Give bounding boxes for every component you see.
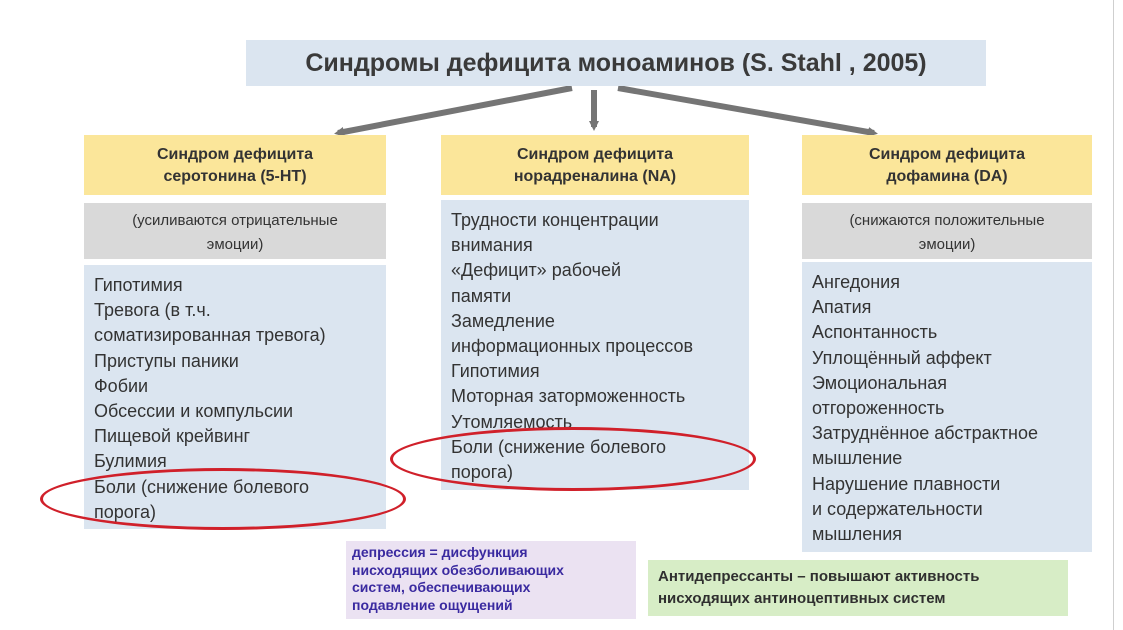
- list-item: Обсессии и компульсии: [94, 401, 294, 422]
- list-item: Нарушение плавности: [812, 473, 1001, 494]
- list-item: Уплощённый аффект: [812, 347, 992, 368]
- list-item: Затруднённое абстрактное: [812, 423, 1038, 444]
- header-noradrenaline: Синдром дефицита норадреналина (NA): [441, 135, 749, 195]
- header-dopamine: Синдром дефицита дофамина (DA): [802, 135, 1092, 195]
- list-item: Приступы паники: [94, 350, 239, 371]
- list-serotonin: Гипотимия Тревога (в т.ч. соматизированн…: [84, 265, 386, 529]
- list-item: внимания: [451, 235, 533, 256]
- list-item: информационных процессов: [451, 336, 694, 357]
- note-antidepressants: Антидепрессанты – повышают активность ни…: [648, 560, 1068, 616]
- list-item: Булимия: [94, 451, 167, 472]
- note-right-line: нисходящих антиноцептивных систем: [658, 590, 946, 607]
- header-noradrenaline-line-2: норадреналина (NA): [513, 168, 677, 185]
- list-item: мышления: [812, 524, 903, 545]
- subtitle-dopamine-line-2: эмоции): [918, 236, 976, 253]
- highlight-ellipse-serotonin-pain: [40, 468, 406, 530]
- list-item: Гипотимия: [94, 275, 183, 295]
- list-item: Ангедония: [812, 272, 900, 292]
- list-item: Апатия: [812, 297, 872, 318]
- arrow-to-dopamine: [617, 85, 878, 137]
- header-dopamine-line-1: Синдром дефицита: [868, 146, 1026, 163]
- note-left-line: систем, обеспечивающих: [352, 579, 531, 595]
- arrow-to-serotonin: [334, 85, 573, 137]
- list-item: и содержательности: [812, 498, 983, 519]
- note-left-line: депрессия = дисфункция: [352, 544, 528, 560]
- list-item: соматизированная тревога): [94, 325, 326, 346]
- header-noradrenaline-line-1: Синдром дефицита: [516, 146, 674, 163]
- list-item: Тревога (в т.ч.: [94, 300, 211, 321]
- note-right-line: Антидепрессанты – повышают активность: [658, 568, 980, 585]
- list-item: «Дефицит» рабочей: [451, 260, 622, 281]
- header-dopamine-line-2: дофамина (DA): [886, 168, 1008, 185]
- diagram-title: Синдромы дефицита моноаминов (S. Stahl ,…: [246, 40, 986, 86]
- list-item: Трудности концентрации: [451, 210, 659, 230]
- subtitle-serotonin-line-1: (усиливаются отрицательные: [132, 212, 338, 229]
- list-item: мышление: [812, 448, 903, 469]
- subtitle-dopamine: (снижаются положительные эмоции): [802, 203, 1092, 259]
- list-item: отгороженность: [812, 398, 945, 419]
- header-serotonin: Синдром дефицита серотонина (5-HT): [84, 135, 386, 195]
- list-dopamine: Ангедония Апатия Аспонтанность Уплощённы…: [802, 262, 1092, 552]
- list-item: Моторная заторможенность: [451, 386, 686, 407]
- list-item: Гипотимия: [451, 361, 540, 382]
- note-left-line: подавление ощущений: [352, 596, 513, 613]
- highlight-ellipse-noradrenaline-pain: [390, 427, 756, 491]
- list-item: Фобии: [94, 375, 149, 396]
- subtitle-serotonin: (усиливаются отрицательные эмоции): [84, 203, 386, 259]
- list-item: Аспонтанность: [812, 322, 938, 343]
- header-serotonin-line-1: Синдром дефицита: [156, 146, 314, 163]
- subtitle-dopamine-line-1: (снижаются положительные: [849, 212, 1045, 229]
- note-left-line: нисходящих обезболивающих: [352, 561, 564, 578]
- right-edge-divider: [1113, 0, 1114, 630]
- list-item: Пищевой крейвинг: [94, 426, 251, 447]
- list-item: Замедление: [451, 310, 555, 331]
- list-item: памяти: [451, 285, 512, 306]
- subtitle-serotonin-line-2: эмоции): [206, 236, 264, 253]
- header-serotonin-line-2: серотонина (5-HT): [163, 168, 307, 185]
- note-depression-definition: депрессия = дисфункция нисходящих обезбо…: [346, 541, 636, 619]
- list-item: Эмоциональная: [812, 372, 948, 393]
